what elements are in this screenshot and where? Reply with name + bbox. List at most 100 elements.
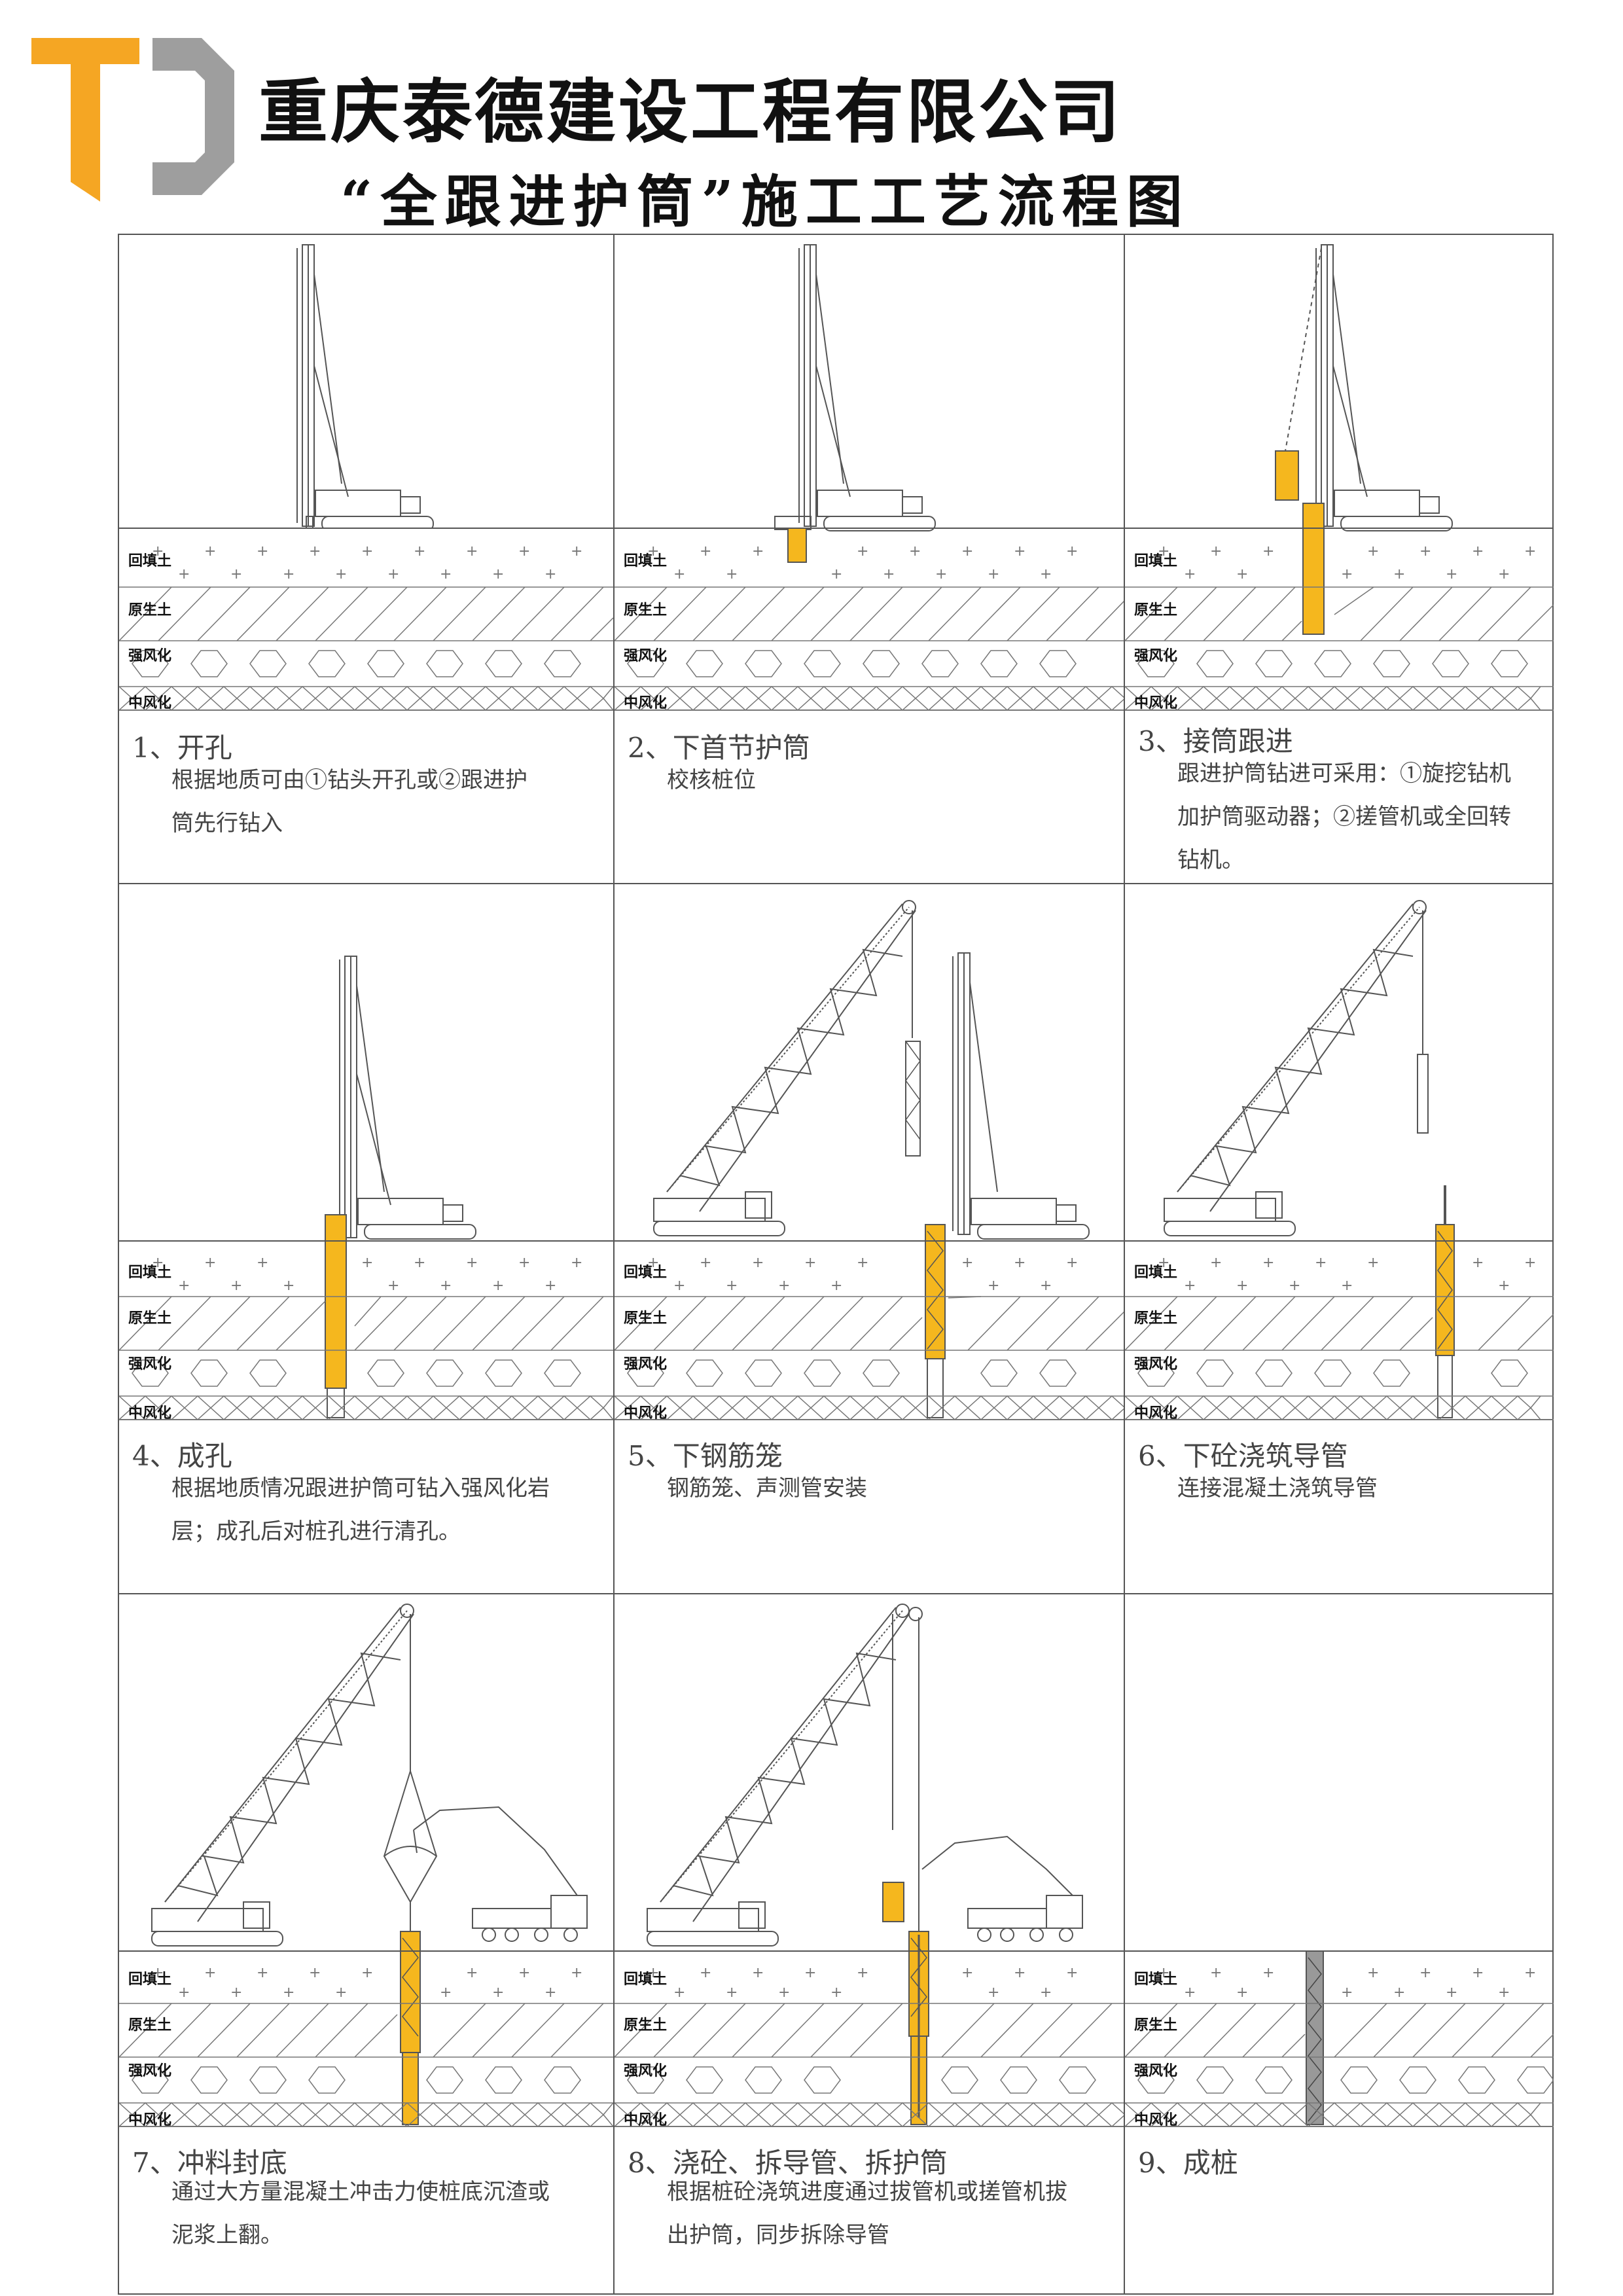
- svg-text:+: +: [466, 1255, 478, 1271]
- step-description: 跟进护筒钻进可采用：①旋挖钻机加护筒驱动器；②搓管机或全回转钻机。: [1177, 761, 1511, 873]
- layer-label-native-soil: 原生土: [1134, 602, 1178, 619]
- svg-text:+: +: [1210, 1965, 1222, 1981]
- svg-text:+: +: [830, 1278, 842, 1294]
- svg-text:+: +: [883, 566, 895, 583]
- step-title: 1、开孔: [132, 732, 232, 764]
- rotary-drill-rig: [1285, 244, 1453, 531]
- svg-text:+: +: [1236, 566, 1248, 583]
- layer-label-fill: 回填土: [128, 1971, 172, 1988]
- step-description: 根据地质情况跟进护筒可钻入强风化岩层；成孔后对桩孔进行清孔。: [171, 1475, 550, 1545]
- svg-text:+: +: [1367, 543, 1379, 560]
- step-6-drawing: +++++++ +++++: [1125, 900, 1554, 1421]
- svg-text:+: +: [1158, 543, 1169, 560]
- svg-text:+: +: [778, 1984, 790, 2001]
- svg-text:+: +: [726, 1278, 738, 1294]
- layer-label-strong-weathered: 强风化: [624, 2063, 668, 2079]
- svg-text:+: +: [257, 1965, 268, 1981]
- svg-text:+: +: [152, 543, 164, 560]
- layer-label-native-soil: 原生土: [624, 602, 668, 619]
- svg-text:+: +: [673, 566, 685, 583]
- svg-text:+: +: [571, 543, 582, 560]
- svg-text:+: +: [283, 1984, 294, 2001]
- svg-text:+: +: [1040, 566, 1052, 583]
- layer-label-moderate-weathered: 中风化: [624, 695, 668, 711]
- layer-label-moderate-weathered: 中风化: [1134, 1405, 1178, 1422]
- step-3-drawing: +++++++ ++++++: [1125, 244, 1554, 711]
- svg-text:+: +: [961, 543, 973, 560]
- step-1-drawing: +++++++++ ++++++++: [119, 244, 613, 711]
- svg-text:+: +: [1393, 566, 1405, 583]
- svg-text:+: +: [1498, 1278, 1510, 1294]
- svg-text:+: +: [466, 543, 478, 560]
- layer-label-fill: 回填土: [1134, 1265, 1178, 1281]
- layer-label-fill: 回填土: [624, 553, 668, 569]
- svg-text:+: +: [700, 543, 711, 560]
- svg-text:+: +: [283, 566, 294, 583]
- layer-label-moderate-weathered: 中风化: [1134, 2112, 1178, 2128]
- svg-text:+: +: [1289, 1278, 1300, 1294]
- svg-text:+: +: [1498, 566, 1510, 583]
- crawler-crane: [647, 1604, 923, 1946]
- layer-label-strong-weathered: 强风化: [128, 2063, 172, 2079]
- rotary-drill-rig: [774, 244, 936, 531]
- svg-text:+: +: [257, 543, 268, 560]
- svg-text:+: +: [1236, 1278, 1248, 1294]
- svg-text:+: +: [988, 1984, 999, 2001]
- step-description: 根据桩砼浇筑进度通过拔管机或搓管机拔出护筒，同步拆除导管: [667, 2179, 1067, 2248]
- layer-label-moderate-weathered: 中风化: [128, 2112, 172, 2128]
- svg-text:+: +: [387, 566, 399, 583]
- layer-label-fill: 回填土: [1134, 1971, 1178, 1988]
- svg-text:+: +: [1014, 543, 1026, 560]
- svg-text:+: +: [752, 1255, 764, 1271]
- svg-text:+: +: [1040, 1278, 1052, 1294]
- svg-text:+: +: [647, 1255, 659, 1271]
- svg-text:+: +: [1341, 566, 1353, 583]
- layer-label-moderate-weathered: 中风化: [624, 2112, 668, 2128]
- svg-text:+: +: [178, 566, 190, 583]
- layer-label-strong-weathered: 强风化: [128, 648, 172, 664]
- svg-text:+: +: [935, 566, 947, 583]
- svg-text:+: +: [830, 1984, 842, 2001]
- layer-label-strong-weathered: 强风化: [1134, 648, 1178, 664]
- svg-text:+: +: [857, 1255, 868, 1271]
- svg-text:+: +: [1158, 1255, 1169, 1271]
- svg-text:+: +: [178, 1278, 190, 1294]
- svg-text:+: +: [909, 543, 921, 560]
- step-cell-5: ++++++++ ++++++ 回填土 原生土 强风化 中风化 5、下钢筋笼 钢…: [613, 883, 1125, 1594]
- svg-text:+: +: [204, 1965, 216, 1981]
- svg-text:+: +: [1498, 1984, 1510, 2001]
- step-cell-3: +++++++ ++++++ 回填土 原生土 强风化 中风化 3、接筒跟进 跟进…: [1124, 235, 1554, 883]
- step-title: 8、浇砼、拆导管、拆护筒: [628, 2147, 948, 2179]
- svg-text:+: +: [361, 1255, 373, 1271]
- svg-text:+: +: [961, 1255, 973, 1271]
- svg-text:+: +: [257, 1255, 268, 1271]
- svg-text:+: +: [857, 543, 868, 560]
- svg-text:+: +: [1341, 1984, 1353, 2001]
- step-description: 根据地质可由①钻头开孔或②跟进护筒先行钻入: [171, 767, 527, 836]
- svg-text:+: +: [466, 1965, 478, 1981]
- layer-label-native-soil: 原生土: [1134, 1310, 1178, 1327]
- step-description: 校核桩位: [667, 767, 756, 793]
- step-2-drawing: ++++++++ +++++++: [615, 244, 1125, 711]
- svg-text:+: +: [778, 1278, 790, 1294]
- rebar-cage-hanging: [905, 1041, 921, 1157]
- svg-text:+: +: [1419, 543, 1431, 560]
- svg-text:+: +: [230, 1278, 242, 1294]
- process-grid: +++++++++ ++++++++ 回填土 原生土 强风化 中风化 1、开孔 …: [118, 234, 1554, 2295]
- svg-text:+: +: [518, 543, 530, 560]
- svg-text:+: +: [961, 1965, 973, 1981]
- svg-text:+: +: [492, 1278, 504, 1294]
- svg-text:+: +: [1040, 1984, 1052, 2001]
- layer-label-fill: 回填土: [624, 1265, 668, 1281]
- svg-text:+: +: [1315, 1255, 1327, 1271]
- svg-text:+: +: [309, 543, 321, 560]
- step-cell-2: ++++++++ +++++++ 回填土 原生土 强风化 中风化 2、下首节护筒…: [613, 235, 1125, 883]
- svg-text:+: +: [1184, 1278, 1196, 1294]
- company-logo: [31, 38, 234, 202]
- pile-hole: [327, 1388, 345, 1418]
- layer-label-strong-weathered: 强风化: [1134, 1356, 1178, 1372]
- step-cell-4: ++++++++ +++++++ 回填土 原生土 强风化 中风化 4、成孔 根据…: [119, 883, 613, 1594]
- svg-text:+: +: [518, 1255, 530, 1271]
- svg-text:+: +: [1472, 543, 1484, 560]
- casing-in-ground: [1302, 503, 1325, 635]
